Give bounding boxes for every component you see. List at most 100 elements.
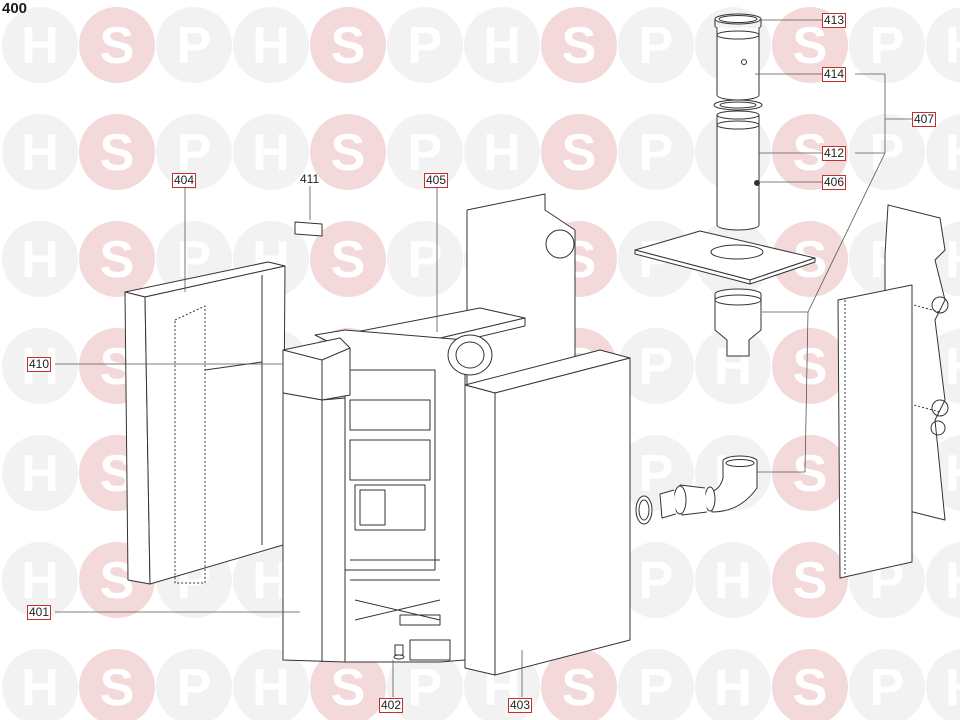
watermark-circle	[387, 114, 463, 190]
watermark-letter: P	[639, 659, 674, 717]
watermark-circle	[926, 542, 960, 618]
watermark-circle	[772, 114, 848, 190]
watermark-letter: S	[100, 17, 135, 75]
watermark-letter: H	[483, 124, 521, 182]
watermark-letter: H	[21, 659, 59, 717]
watermark-letter: S	[562, 659, 597, 717]
flue-adaptor	[714, 288, 762, 357]
watermark-circle	[618, 328, 694, 404]
watermark-circle	[2, 221, 78, 297]
watermark-letter: H	[21, 17, 59, 75]
watermark-letter: H	[945, 659, 960, 717]
watermark-letter: H	[945, 338, 960, 396]
watermark-letter: S	[331, 659, 366, 717]
watermark-letter: P	[639, 552, 674, 610]
watermark-letter: S	[331, 231, 366, 289]
watermark-circle	[926, 114, 960, 190]
watermark-circle	[2, 649, 78, 720]
flue-elbow-407	[635, 455, 758, 525]
watermark-circle	[79, 7, 155, 83]
watermark-letter: H	[714, 659, 752, 717]
side-panel-left-404	[124, 261, 286, 585]
watermark-letter: H	[252, 17, 290, 75]
roof-plate	[634, 230, 816, 285]
watermark-circle	[849, 649, 925, 720]
watermark-letter: S	[562, 124, 597, 182]
callout-405[interactable]: 405	[424, 173, 449, 188]
watermark-letter: P	[177, 659, 212, 717]
watermark-letter: H	[945, 231, 960, 289]
watermark-letter: H	[21, 124, 59, 182]
watermark-circle	[310, 114, 386, 190]
watermark-circle	[618, 542, 694, 618]
watermark-letter: S	[793, 552, 828, 610]
flue-pipe-upper-414	[713, 28, 763, 111]
watermark-circle	[772, 435, 848, 511]
watermark-letter: H	[252, 659, 290, 717]
watermark-letter: H	[945, 552, 960, 610]
watermark-letter: P	[639, 17, 674, 75]
watermark-circle	[387, 7, 463, 83]
callout-413[interactable]: 413	[822, 13, 847, 28]
callout-407[interactable]: 407	[912, 112, 937, 127]
watermark-circle	[310, 7, 386, 83]
watermark-letter: H	[945, 445, 960, 503]
watermark-letter: P	[408, 231, 443, 289]
watermark-letter: S	[100, 124, 135, 182]
watermark-letter: H	[21, 552, 59, 610]
watermark-circle	[772, 328, 848, 404]
watermark-circle	[541, 649, 617, 720]
watermark-circle	[2, 7, 78, 83]
watermark-circle	[156, 649, 232, 720]
watermark-circle	[849, 114, 925, 190]
watermark-letter: S	[100, 659, 135, 717]
watermark-letter: S	[793, 338, 828, 396]
leader-lines	[55, 19, 912, 697]
watermark-letter: P	[870, 17, 905, 75]
page-code: 400	[2, 0, 28, 17]
callout-410[interactable]: 410	[27, 357, 52, 372]
watermark-circle	[387, 221, 463, 297]
watermark-letter: S	[793, 445, 828, 503]
watermark-circle	[849, 7, 925, 83]
watermark-circle	[541, 114, 617, 190]
watermark-letter: H	[945, 17, 960, 75]
watermark-letter: P	[408, 659, 443, 717]
watermark-circle	[695, 542, 771, 618]
watermark-letter: H	[21, 445, 59, 503]
watermark-circle	[310, 649, 386, 720]
callout-403[interactable]: 403	[508, 698, 533, 713]
callout-404[interactable]: 404	[172, 173, 197, 188]
watermark-circle	[79, 649, 155, 720]
watermark-circle	[926, 649, 960, 720]
watermark-circle	[772, 649, 848, 720]
watermark-circle	[618, 114, 694, 190]
watermark-circle	[2, 542, 78, 618]
watermark-letter: P	[177, 124, 212, 182]
watermark-circle	[618, 649, 694, 720]
watermark-circle	[233, 649, 309, 720]
watermark-circle	[541, 7, 617, 83]
front-door-panel-403	[464, 349, 631, 676]
callout-414[interactable]: 414	[822, 67, 847, 82]
watermark-letter: S	[793, 17, 828, 75]
watermark-letter: H	[21, 231, 59, 289]
watermark-letter: P	[177, 17, 212, 75]
watermark-letter: H	[714, 552, 752, 610]
watermark-circle	[233, 7, 309, 83]
boiler-chassis	[314, 329, 493, 663]
watermark-letter: P	[408, 17, 443, 75]
watermark-letter: H	[945, 124, 960, 182]
watermark-circle	[464, 114, 540, 190]
watermark-letter: P	[639, 338, 674, 396]
callout-406[interactable]: 406	[822, 175, 847, 190]
callout-402[interactable]: 402	[379, 698, 404, 713]
watermark-letter: P	[870, 659, 905, 717]
watermark-letter: S	[331, 124, 366, 182]
callout-401[interactable]: 401	[27, 605, 52, 620]
watermark-letter: P	[639, 124, 674, 182]
callout-411[interactable]: 411	[300, 172, 320, 186]
watermark-circle	[618, 7, 694, 83]
callout-412[interactable]: 412	[822, 146, 847, 161]
watermark-circle	[79, 221, 155, 297]
